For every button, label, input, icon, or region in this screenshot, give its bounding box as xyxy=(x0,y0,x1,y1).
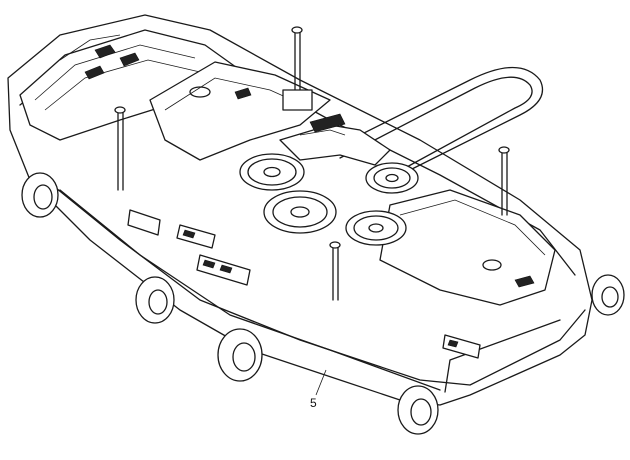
center-cover xyxy=(149,61,331,161)
adjust-post-left xyxy=(114,106,126,191)
adjust-post-right xyxy=(498,146,510,216)
adjust-post-front xyxy=(329,241,341,301)
pulley-idler xyxy=(365,162,419,194)
idler-arm xyxy=(279,113,391,166)
pulley-center xyxy=(263,190,337,234)
left-shroud xyxy=(19,29,241,141)
pulley-right xyxy=(345,210,407,246)
pulley-left xyxy=(239,153,305,191)
callout-label: 5 xyxy=(310,396,317,410)
callout-5: 5 xyxy=(310,369,327,410)
wheel-right xyxy=(591,274,625,316)
right-cover xyxy=(379,189,556,306)
warning-decals xyxy=(127,209,481,359)
wheel-front-left xyxy=(135,276,175,324)
wheel-front-right xyxy=(397,385,439,435)
drive-belt xyxy=(329,66,544,176)
adjust-post-rear xyxy=(282,26,313,111)
wheel-front-center xyxy=(217,328,263,382)
wheel-rear-left xyxy=(21,172,59,218)
